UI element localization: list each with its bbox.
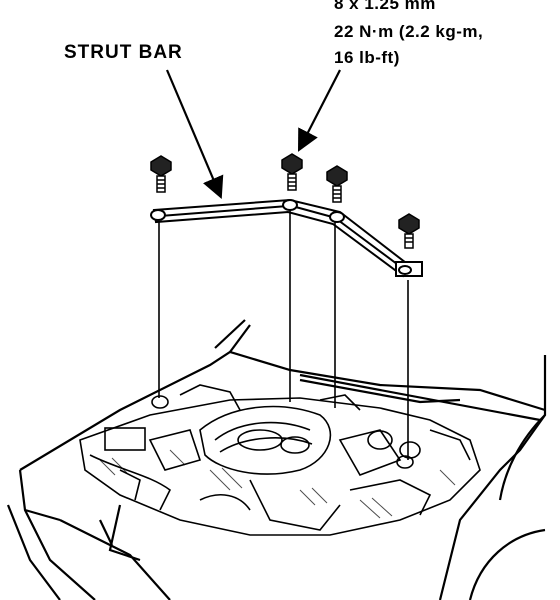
bolt-spec-leader-arrow [297, 69, 341, 152]
bolt-icon [398, 213, 420, 249]
strut-bar-label: STRUT BAR [64, 42, 183, 63]
bolt-icon [150, 155, 172, 193]
torque-lbft-label: 16 lb-ft) [334, 48, 400, 67]
strut-bar [150, 198, 423, 278]
bolt-size-label: 8 x 1.25 mm [334, 0, 436, 13]
engine-compartment [79, 384, 481, 536]
torque-nm-label: 22 N·m (2.2 kg-m, [334, 22, 484, 41]
bolt-icon [326, 165, 348, 203]
engine-hatching [99, 449, 456, 519]
car-body-outline [6, 319, 547, 600]
bolt-icon [281, 153, 303, 191]
strut-bar-leader-arrow [165, 69, 224, 200]
